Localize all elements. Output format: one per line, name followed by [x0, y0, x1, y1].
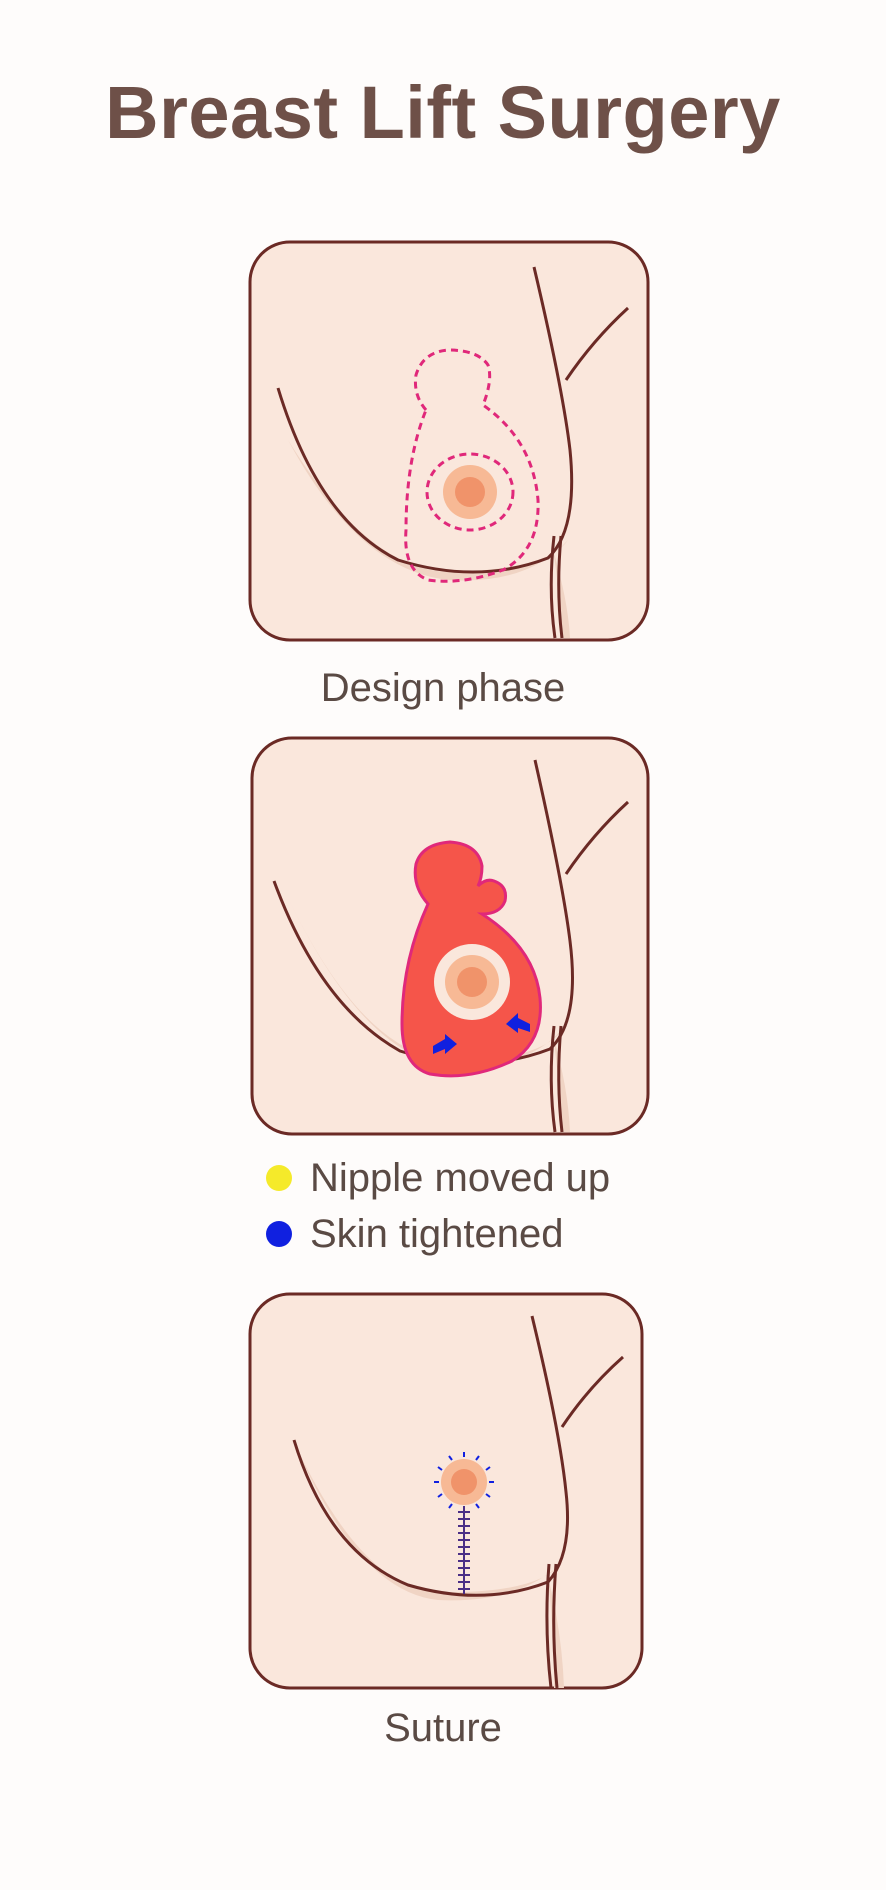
chest-shadow	[553, 550, 570, 638]
caption-suture: Suture	[384, 1706, 502, 1750]
breast-outline	[272, 759, 574, 1065]
areola-marking	[425, 452, 515, 532]
body-line-2	[557, 535, 564, 639]
vertical-suture	[458, 1506, 470, 1594]
arm-outline	[564, 800, 630, 875]
arm-outline	[560, 1355, 624, 1428]
chest-shadow	[548, 1577, 564, 1688]
legend-label: Nipple moved up	[310, 1155, 611, 1200]
page-title: Breast Lift Surgery	[105, 71, 781, 154]
legend-item-nipple-moved-up: Nipple moved up	[266, 1150, 610, 1206]
body-line-1	[545, 1563, 553, 1689]
legend: Nipple moved up Skin tightened	[266, 1150, 610, 1262]
chest-shadow	[553, 1036, 570, 1132]
panel-suture	[248, 1292, 644, 1690]
nipple	[455, 477, 485, 507]
legend-dot-blue	[266, 1221, 292, 1247]
body-line-1	[549, 535, 557, 639]
panel-frame	[248, 240, 650, 642]
caption-design-phase: Design phase	[320, 666, 566, 710]
incision-marking-outline	[404, 348, 540, 583]
body-line-2	[557, 1025, 564, 1133]
nipple	[451, 1469, 477, 1495]
breast-outline	[292, 1315, 570, 1597]
breast-outline	[276, 266, 574, 574]
legend-item-skin-tightened: Skin tightened	[266, 1206, 610, 1262]
legend-dot-yellow	[266, 1165, 292, 1191]
legend-label: Skin tightened	[310, 1211, 564, 1256]
panel-design-phase	[248, 240, 650, 642]
arm-outline	[564, 306, 630, 381]
body-line-2	[552, 1563, 559, 1689]
areola-sutures	[434, 1452, 494, 1509]
body-line-1	[549, 1025, 557, 1133]
nipple	[457, 967, 487, 997]
panel-excision	[250, 736, 650, 1136]
arrow-right	[506, 1013, 530, 1033]
arrow-left	[433, 1034, 457, 1054]
